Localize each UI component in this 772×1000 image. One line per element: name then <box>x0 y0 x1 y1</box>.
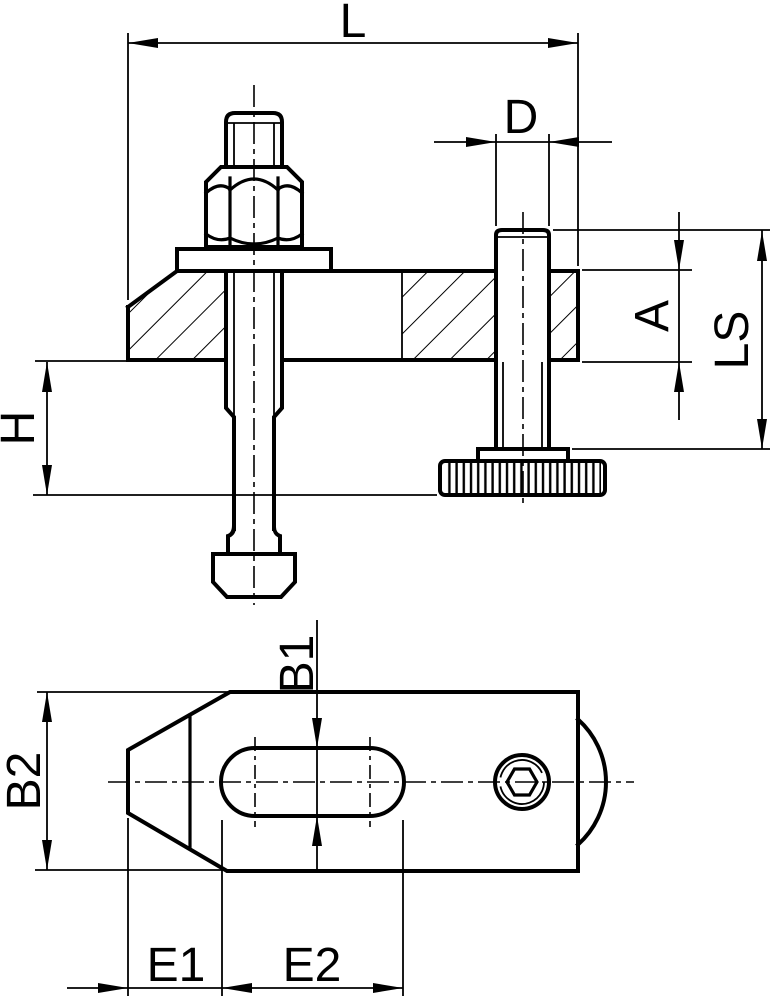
dimension-H: H <box>0 360 437 496</box>
clamp-bolt <box>175 85 333 605</box>
hatch-block-middle <box>402 271 496 360</box>
dim-label-B1: B1 <box>271 635 324 694</box>
dim-label-E1: E1 <box>147 939 206 992</box>
dimension-E1-E2: E1 E2 <box>67 818 404 996</box>
hatch-block-right <box>549 271 578 360</box>
knurled-nut <box>438 459 607 497</box>
dimension-L: L <box>127 0 579 300</box>
clamp-bar-section <box>125 268 580 362</box>
clamp-bar-edges <box>125 268 580 362</box>
dim-label-LS: LS <box>706 311 759 370</box>
top-view: B2 B1 E1 E2 <box>0 620 634 996</box>
dimension-D: D <box>434 91 612 226</box>
bolt-shaft <box>224 269 284 531</box>
hex-socket-screw <box>493 753 551 811</box>
dimension-B2: B2 <box>0 691 228 871</box>
hex-socket <box>505 767 539 797</box>
clamp-slot <box>219 746 406 818</box>
dim-label-B2: B2 <box>0 752 51 811</box>
support-screw-top <box>494 228 551 239</box>
dimension-A: A <box>582 212 692 420</box>
dim-label-E2: E2 <box>283 939 342 992</box>
dim-label-L: L <box>340 0 367 48</box>
bolt-threaded-stud <box>224 111 284 169</box>
dim-label-D: D <box>504 91 539 144</box>
hatch-wedge-left <box>128 271 226 360</box>
plate-centerlines <box>108 737 634 827</box>
washer <box>175 247 333 273</box>
dimension-B1: B1 <box>271 620 324 870</box>
t-nut-head <box>211 524 297 599</box>
dim-label-H: H <box>0 411 45 446</box>
dim-label-A: A <box>626 300 679 332</box>
dimension-LS: LS <box>553 229 770 450</box>
support-screw <box>438 212 607 507</box>
knurled-nut-arc <box>575 716 608 848</box>
side-view: L D A LS <box>0 0 770 605</box>
